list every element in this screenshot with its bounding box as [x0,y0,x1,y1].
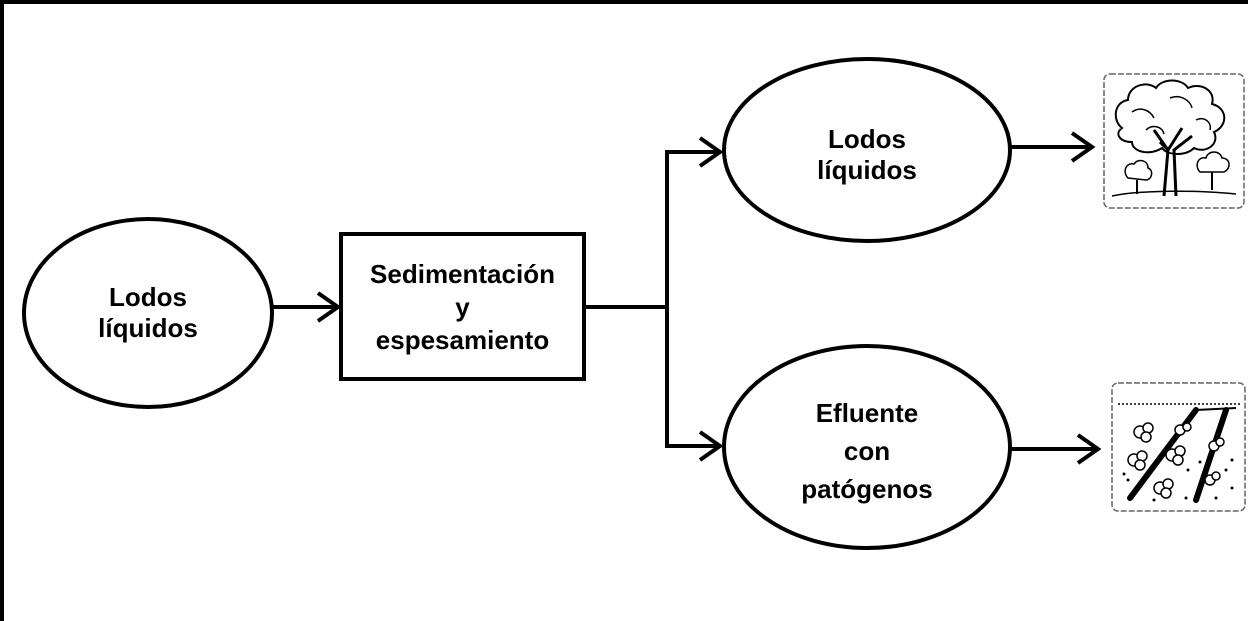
output-top-line2: líquidos [817,155,917,185]
arrow-to-output-bottom [665,430,724,462]
tree-icon [1103,73,1245,209]
input-node-line2: líquidos [98,313,198,343]
arrow-to-output-top [665,136,724,168]
process-node-line2: y [455,291,470,322]
output-top-line1: Lodos [828,124,906,154]
output-bottom-line1: Efluente [815,398,919,428]
arrow-input-to-process [272,291,342,323]
arrow-top-to-tree [1010,131,1096,163]
connector-split [584,150,669,448]
output-top-ellipse [722,57,1012,243]
process-node-label: Sedimentación y espesamiento [341,240,584,374]
process-node-line1: Sedimentación [370,258,555,289]
process-node-line3: espesamiento [375,324,550,355]
output-bottom-label: Efluente con patógenos [757,392,977,510]
irrigated-field-icon [1111,382,1246,512]
input-node-line1: Lodos [109,282,187,312]
process-node-box [339,232,586,381]
arrow-bottom-to-field [1010,433,1102,465]
output-bottom-line3: patógenos [801,474,933,504]
output-top-label: Lodos líquidos [757,108,977,202]
output-bottom-line2: con [843,436,891,466]
input-node-ellipse [22,217,274,409]
input-node-label: Lodos líquidos [38,266,258,360]
